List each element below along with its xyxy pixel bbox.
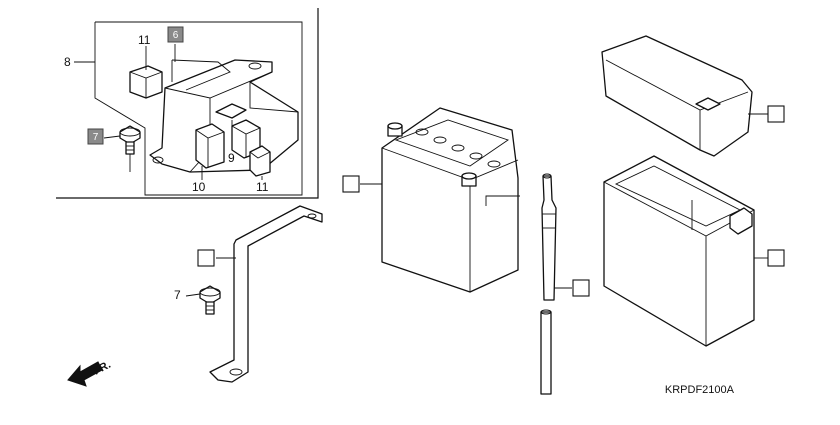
- front-label: FR.: [92, 359, 113, 378]
- callout-6: 6: [173, 30, 179, 41]
- front-arrow: FR.: [67, 359, 113, 387]
- leader-lines: [103, 44, 768, 297]
- diagram-code: KRPDF2100A: [665, 384, 735, 396]
- fuse-box: [149, 59, 299, 177]
- inset-frame: [56, 8, 319, 199]
- callout-box-bracket: [197, 249, 215, 267]
- spare-fuse: [129, 65, 163, 99]
- callout-7-inset: 7: [93, 132, 99, 143]
- grey-callouts: 6 7: [87, 26, 184, 145]
- front-arrow-icon: [67, 361, 103, 387]
- battery: [381, 107, 519, 293]
- battery-cover: [601, 35, 753, 157]
- breather-tube: [540, 173, 557, 395]
- callout-11-top: 11: [138, 33, 151, 47]
- inset-bolt: [119, 125, 141, 155]
- callout-7-bracket: 7: [174, 288, 181, 302]
- bracket-bolt: [199, 285, 221, 315]
- callout-boxes: [197, 105, 785, 297]
- battery-case: [603, 155, 755, 347]
- callout-9: 9: [228, 151, 235, 165]
- callout-labels: 8 11 9 10 11 7: [64, 33, 269, 302]
- callout-10: 10: [192, 180, 206, 194]
- callout-box-case: [767, 249, 785, 267]
- callout-11-bottom: 11: [256, 180, 269, 194]
- callout-box-battery: [342, 175, 360, 193]
- battery-bracket: [209, 205, 323, 383]
- callout-box-cover: [767, 105, 785, 123]
- callout-8: 8: [64, 55, 71, 69]
- callout-box-tube: [572, 279, 590, 297]
